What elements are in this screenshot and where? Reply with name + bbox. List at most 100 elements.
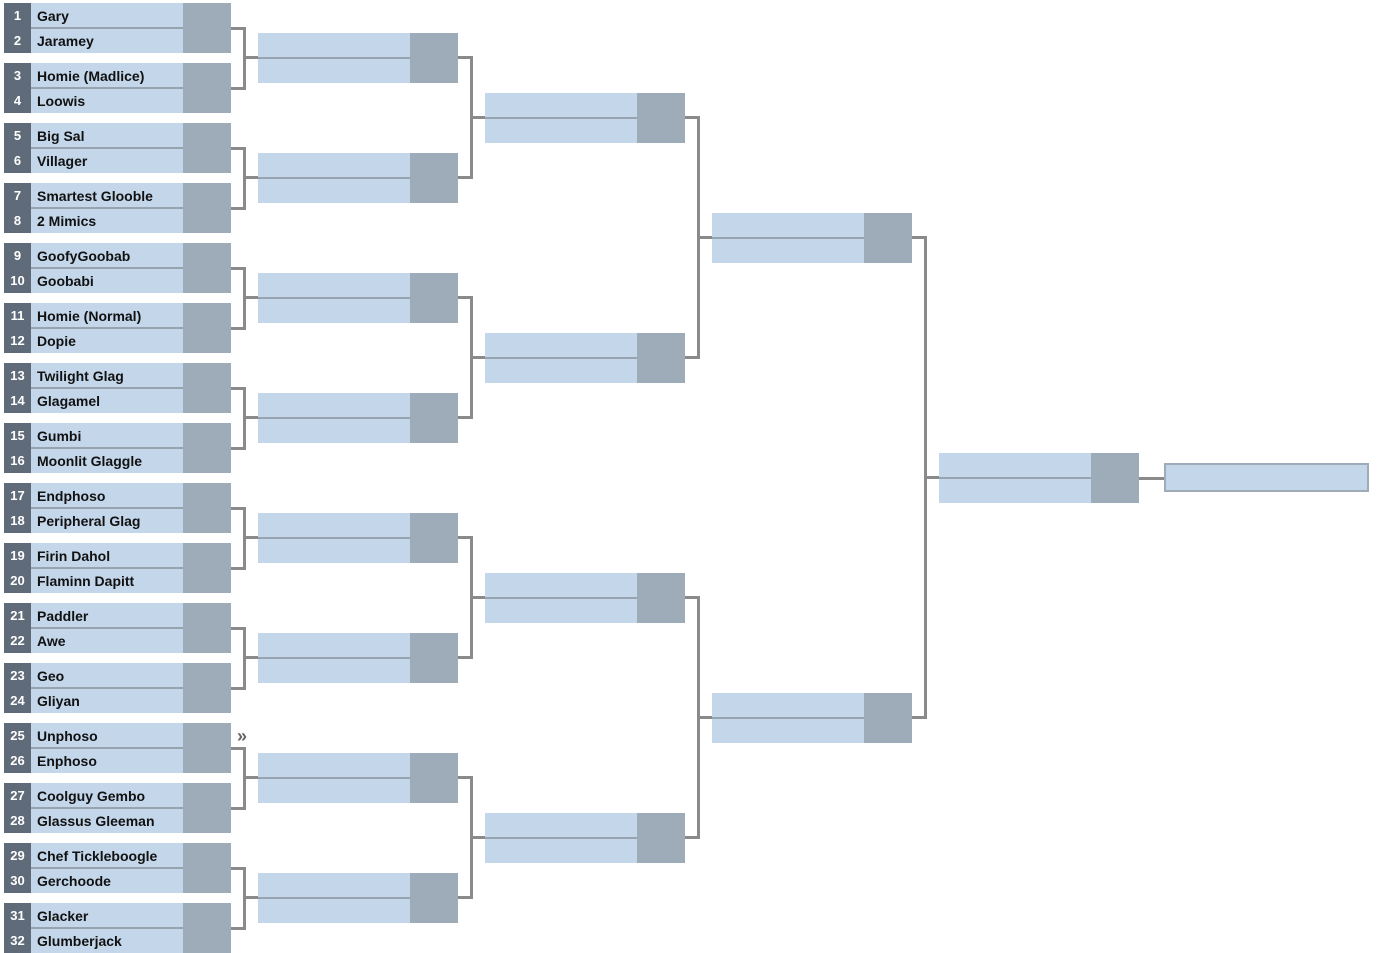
team-name: Awe (31, 628, 183, 653)
seed-number: 11 (4, 303, 31, 328)
round2-match (258, 753, 458, 803)
round4-match (712, 693, 912, 743)
seed-number: 13 (4, 363, 31, 388)
row-divider (258, 537, 410, 539)
seed-number: 8 (4, 208, 31, 233)
team-name: Glacker (31, 903, 183, 928)
connector-line (470, 596, 485, 599)
connector-line (243, 747, 246, 810)
advance-arrow-icon[interactable]: » (237, 726, 248, 746)
connector-line (458, 656, 472, 659)
connector-line (231, 267, 245, 270)
round2-match (258, 633, 458, 683)
seed-number: 12 (4, 328, 31, 353)
row-divider (31, 447, 183, 449)
connector-line (231, 507, 245, 510)
round2-match (258, 153, 458, 203)
team-name: Flaminn Dapitt (31, 568, 183, 593)
team-name: Paddler (31, 603, 183, 628)
row-divider (31, 927, 183, 929)
score-box (637, 813, 685, 863)
connector-line (697, 716, 712, 719)
connector-line (245, 776, 258, 779)
seed-number: 3 (4, 63, 31, 88)
team-name: Jaramey (31, 28, 183, 53)
connector-line (458, 56, 472, 59)
connector-line (470, 836, 485, 839)
team-name: 2 Mimics (31, 208, 183, 233)
round2-match (258, 33, 458, 83)
score-box (183, 363, 231, 413)
round2-match (258, 513, 458, 563)
row-divider (258, 177, 410, 179)
connector-line (685, 116, 699, 119)
round3-match (485, 813, 685, 863)
team-name: Dopie (31, 328, 183, 353)
connector-line (231, 747, 245, 750)
connector-line (912, 716, 926, 719)
score-box (183, 3, 231, 53)
row-divider (258, 777, 410, 779)
seed-number: 17 (4, 483, 31, 508)
score-box (410, 873, 458, 923)
connector-line (245, 416, 258, 419)
connector-line (924, 476, 939, 479)
seed-number: 6 (4, 148, 31, 173)
seed-number: 9 (4, 243, 31, 268)
score-box (183, 843, 231, 893)
team-name: Smartest Glooble (31, 183, 183, 208)
team-name: Gary (31, 3, 183, 28)
row-divider (31, 207, 183, 209)
connector-line (243, 627, 246, 690)
seed-number: 26 (4, 748, 31, 773)
team-name: Glumberjack (31, 928, 183, 953)
connector-line (243, 507, 246, 570)
score-box (410, 153, 458, 203)
row-divider (31, 87, 183, 89)
row-divider (485, 597, 637, 599)
row-divider (485, 357, 637, 359)
score-box (637, 333, 685, 383)
row-divider (31, 267, 183, 269)
team-name: Big Sal (31, 123, 183, 148)
